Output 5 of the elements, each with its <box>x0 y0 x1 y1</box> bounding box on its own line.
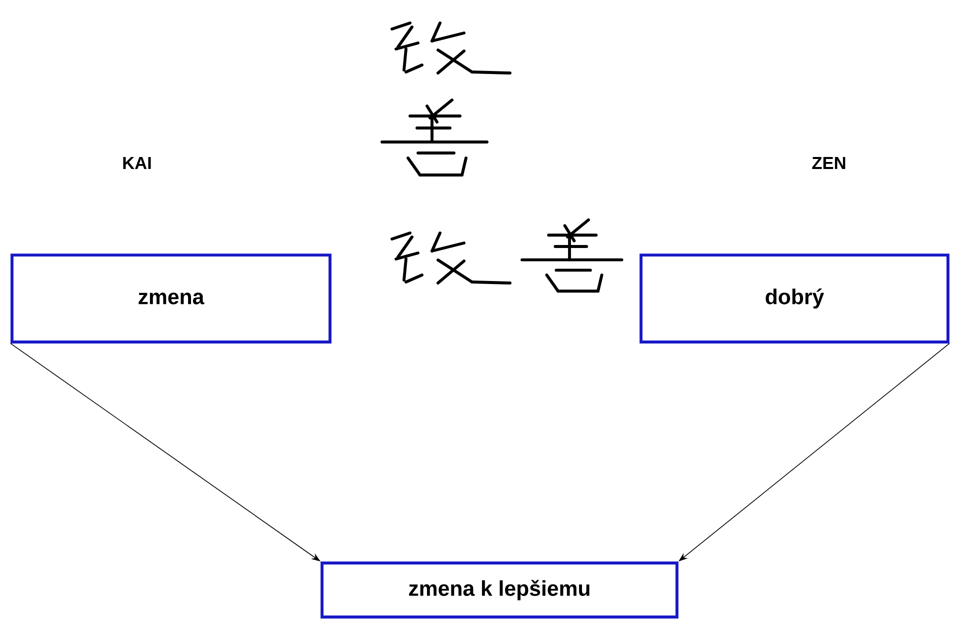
process-box: zmena <box>10 254 332 344</box>
process-box: dobrý <box>640 254 950 344</box>
heading-label: KAI <box>123 157 151 169</box>
heading-label: ZEN <box>812 157 846 169</box>
process-box: zmena k lepšiemu <box>320 562 678 618</box>
